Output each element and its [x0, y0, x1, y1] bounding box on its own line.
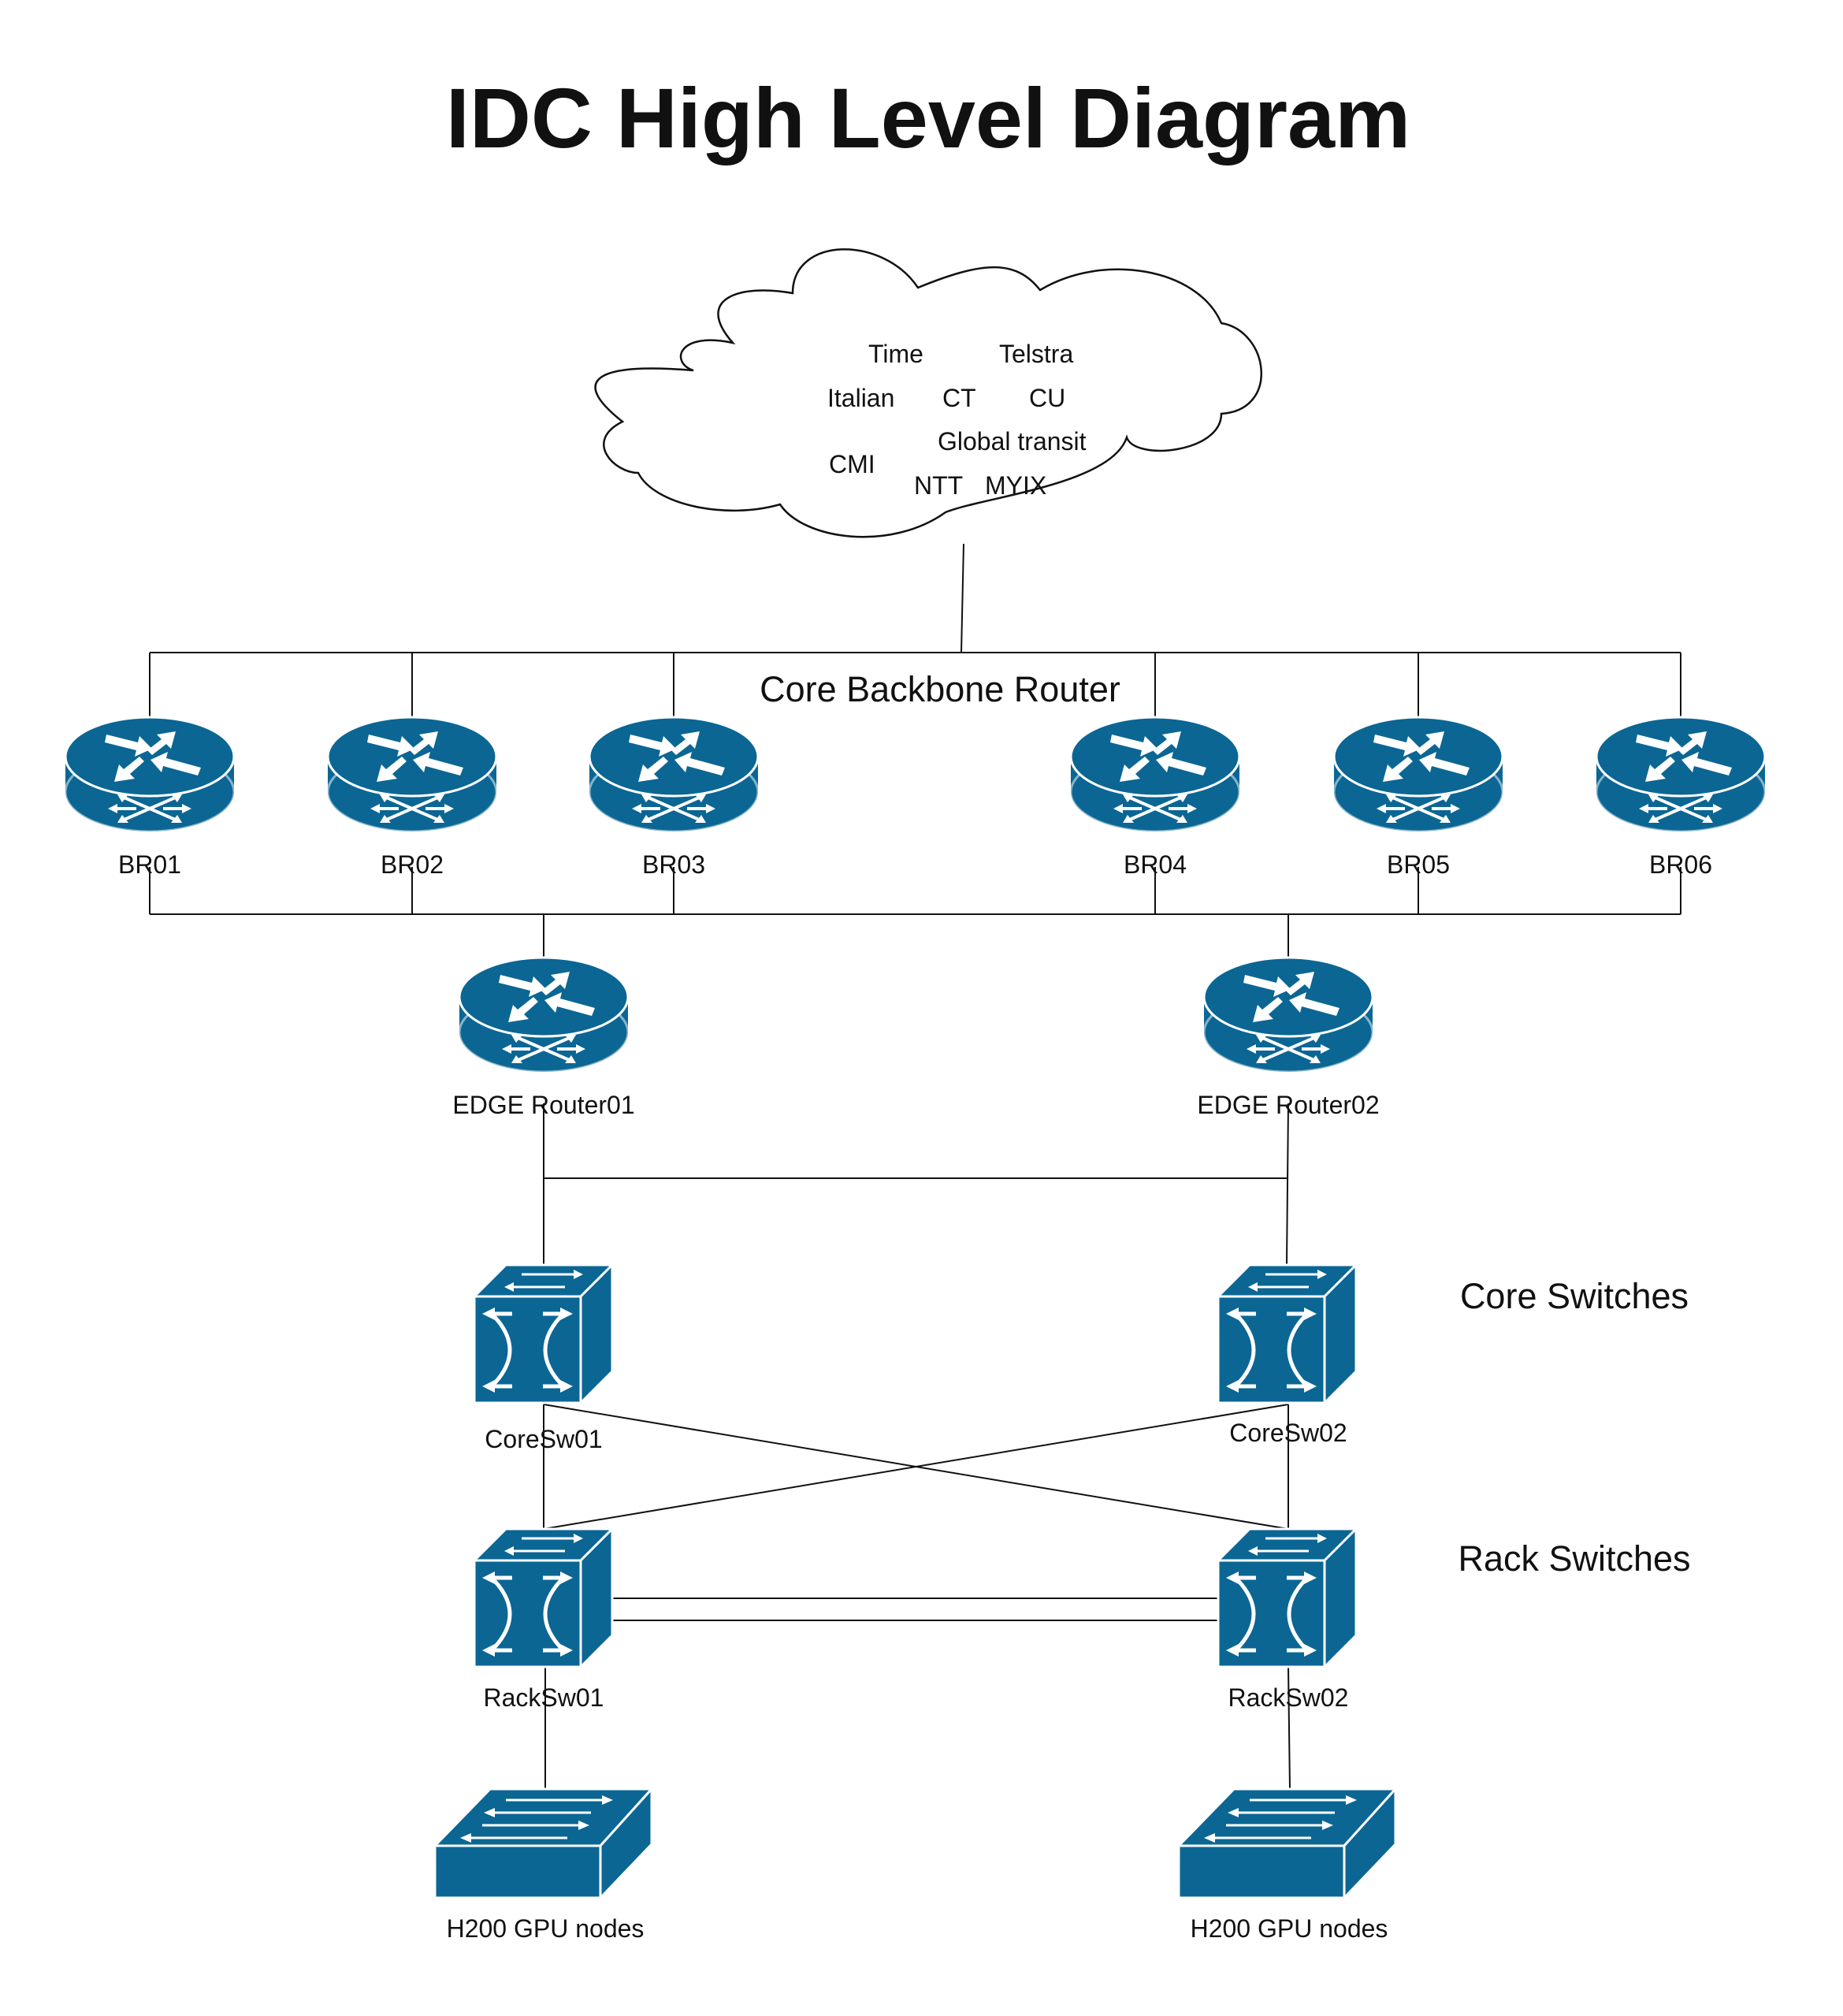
isp-label: MYIX [985, 471, 1046, 500]
page-title: IDC High Level Diagram [446, 70, 1410, 166]
gpu-node-switch[interactable] [1177, 1787, 1397, 1899]
isp-label: CMI [829, 450, 875, 478]
isp-label: Italian [827, 384, 894, 412]
gpu-node-label: H200 GPU nodes [1191, 1914, 1388, 1943]
edge-router-label: EDGE Router01 [452, 1091, 634, 1119]
core-backbone-label: Core Backbone Router [760, 669, 1120, 709]
core-switch-label: CoreSw02 [1229, 1419, 1347, 1447]
router-label: BR04 [1124, 850, 1187, 879]
switch-icon [1218, 1265, 1356, 1403]
router-icon [1069, 716, 1241, 833]
router-icon [1332, 716, 1504, 833]
isp-label: CU [1029, 384, 1065, 412]
rack-switches-label: Rack Switches [1458, 1538, 1690, 1579]
router-label: BR03 [642, 850, 705, 879]
switch-icon [474, 1265, 612, 1403]
core-switch-label: CoreSw01 [485, 1425, 602, 1453]
backbone-router[interactable] [64, 716, 236, 833]
workgroup-switch-icon [433, 1787, 653, 1899]
internet-cloud [594, 248, 1262, 538]
backbone-router[interactable] [326, 716, 498, 833]
backbone-router[interactable] [588, 716, 760, 833]
router-icon [588, 716, 760, 833]
edge-router[interactable] [1202, 956, 1374, 1073]
router-label: BR05 [1387, 850, 1450, 879]
edge-router-label: EDGE Router02 [1197, 1091, 1379, 1119]
router-icon [1595, 716, 1767, 833]
core-switch[interactable] [474, 1265, 612, 1403]
rack-switch-label: RackSw01 [484, 1683, 604, 1712]
switch-icon [1218, 1529, 1356, 1667]
router-icon [326, 716, 498, 833]
backbone-router[interactable] [1595, 716, 1767, 833]
isp-list: Time Telstra Italian CT CU Global transi… [827, 340, 1087, 500]
core-switches-label: Core Switches [1460, 1276, 1689, 1316]
backbone-router[interactable] [1069, 716, 1241, 833]
router-label: BR02 [381, 850, 444, 879]
isp-label: Telstra [999, 340, 1073, 368]
isp-label: Global transit [938, 427, 1087, 456]
router-label: BR06 [1649, 850, 1712, 879]
router-icon [1202, 956, 1374, 1073]
router-icon [64, 716, 236, 833]
switch-icon [474, 1529, 612, 1667]
backbone-router[interactable] [1332, 716, 1504, 833]
links [149, 543, 1681, 1790]
isp-label: NTT [914, 471, 963, 500]
isp-label: CT [942, 384, 976, 412]
workgroup-switch-icon [1177, 1787, 1397, 1899]
gpu-node-label: H200 GPU nodes [447, 1914, 645, 1943]
isp-label: Time [868, 340, 923, 368]
edge-router[interactable] [458, 956, 630, 1073]
rack-switch[interactable] [474, 1529, 612, 1667]
core-switch[interactable] [1218, 1265, 1356, 1403]
rack-switch-label: RackSw02 [1228, 1683, 1349, 1712]
gpu-node-switch[interactable] [433, 1787, 653, 1899]
router-icon [458, 956, 630, 1073]
router-label: BR01 [118, 850, 181, 879]
rack-switch[interactable] [1218, 1529, 1356, 1667]
